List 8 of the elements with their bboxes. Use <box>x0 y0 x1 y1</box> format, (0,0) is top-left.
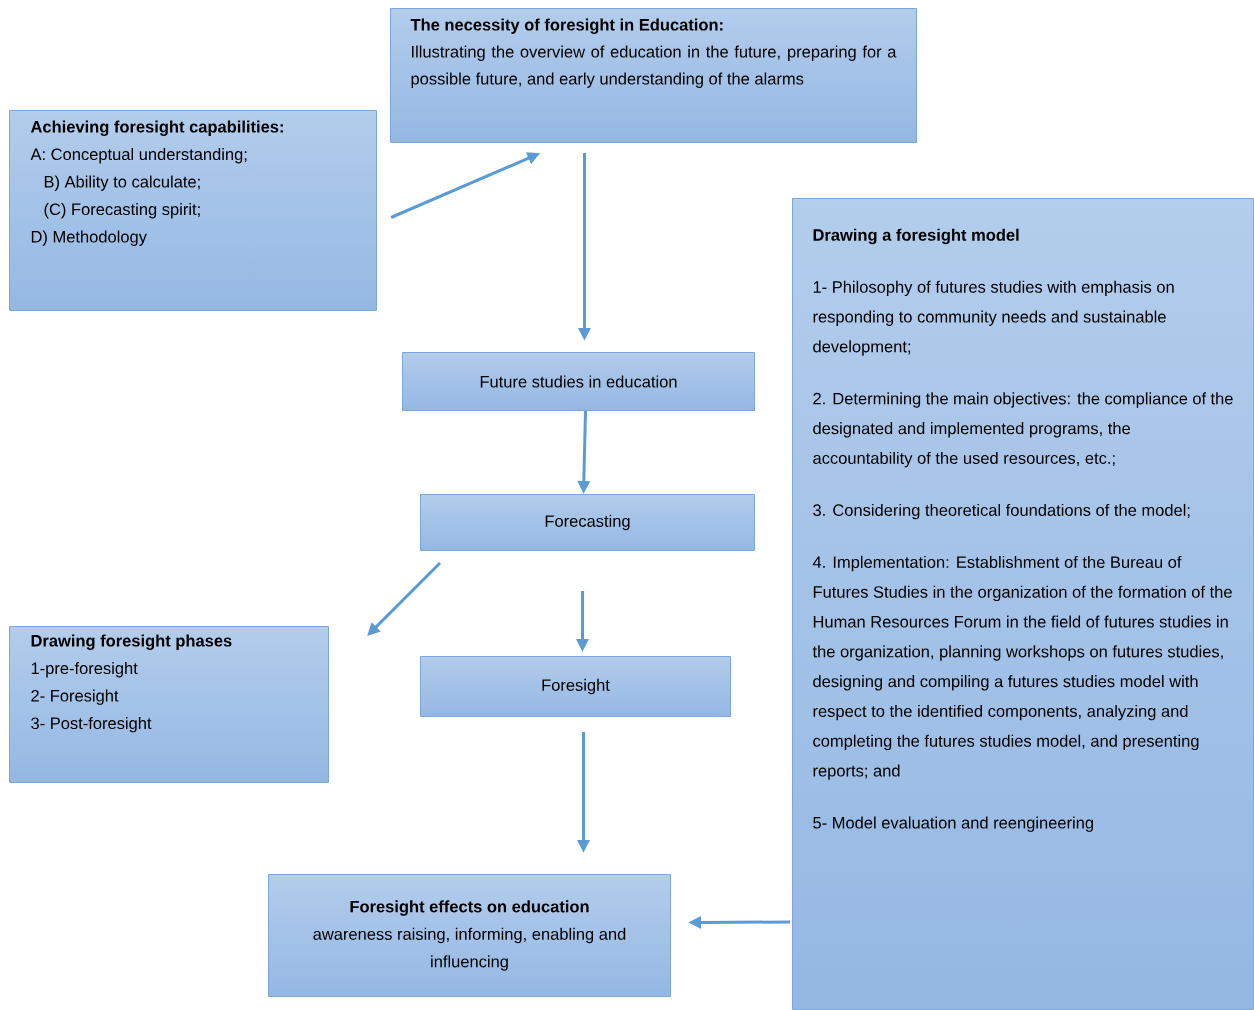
process-box: The necessity of foresight in Education: Illustrating the overview of education in the future, preparing for a possible future, and early understanding of the alarms <box>390 8 917 143</box>
process-box: Foresight effects on education awareness raising, informing, enabling and influencing <box>268 874 671 997</box>
process-box: Drawing a foresight model 1- Philosophy of futures studies with emphasis on responding to community needs and sustainable development; 2. Determining the main objectives: the compliance of the designated and implemented programs, the accountability of the used resources, etc.; 3. Considering theoretical foundations of the model; 4. Implementation: Establishment of the Bureau of Futures Studies in the organization of the formation of the Human Resources Forum in the field of futures studies in the organization, planning workshops on futures studies, designing and compiling a futures studies model with respect to the identified components, analyzing and completing the futures studies model, and presenting reports; and 5- Model evaluation and reengineering <box>792 198 1254 1010</box>
process-box: Drawing foresight phases 1-pre-foresight 2- Foresight 3- Post-foresight <box>9 626 329 783</box>
process-box: Foresight <box>420 656 731 717</box>
process-box: Future studies in education <box>402 352 755 411</box>
process-box: Forecasting <box>420 494 755 551</box>
process-box: Achieving foresight capabilities: A: Conceptual understanding; B) Ability to calculate; (C) Forecasting spirit; D) Methodology <box>9 110 377 311</box>
